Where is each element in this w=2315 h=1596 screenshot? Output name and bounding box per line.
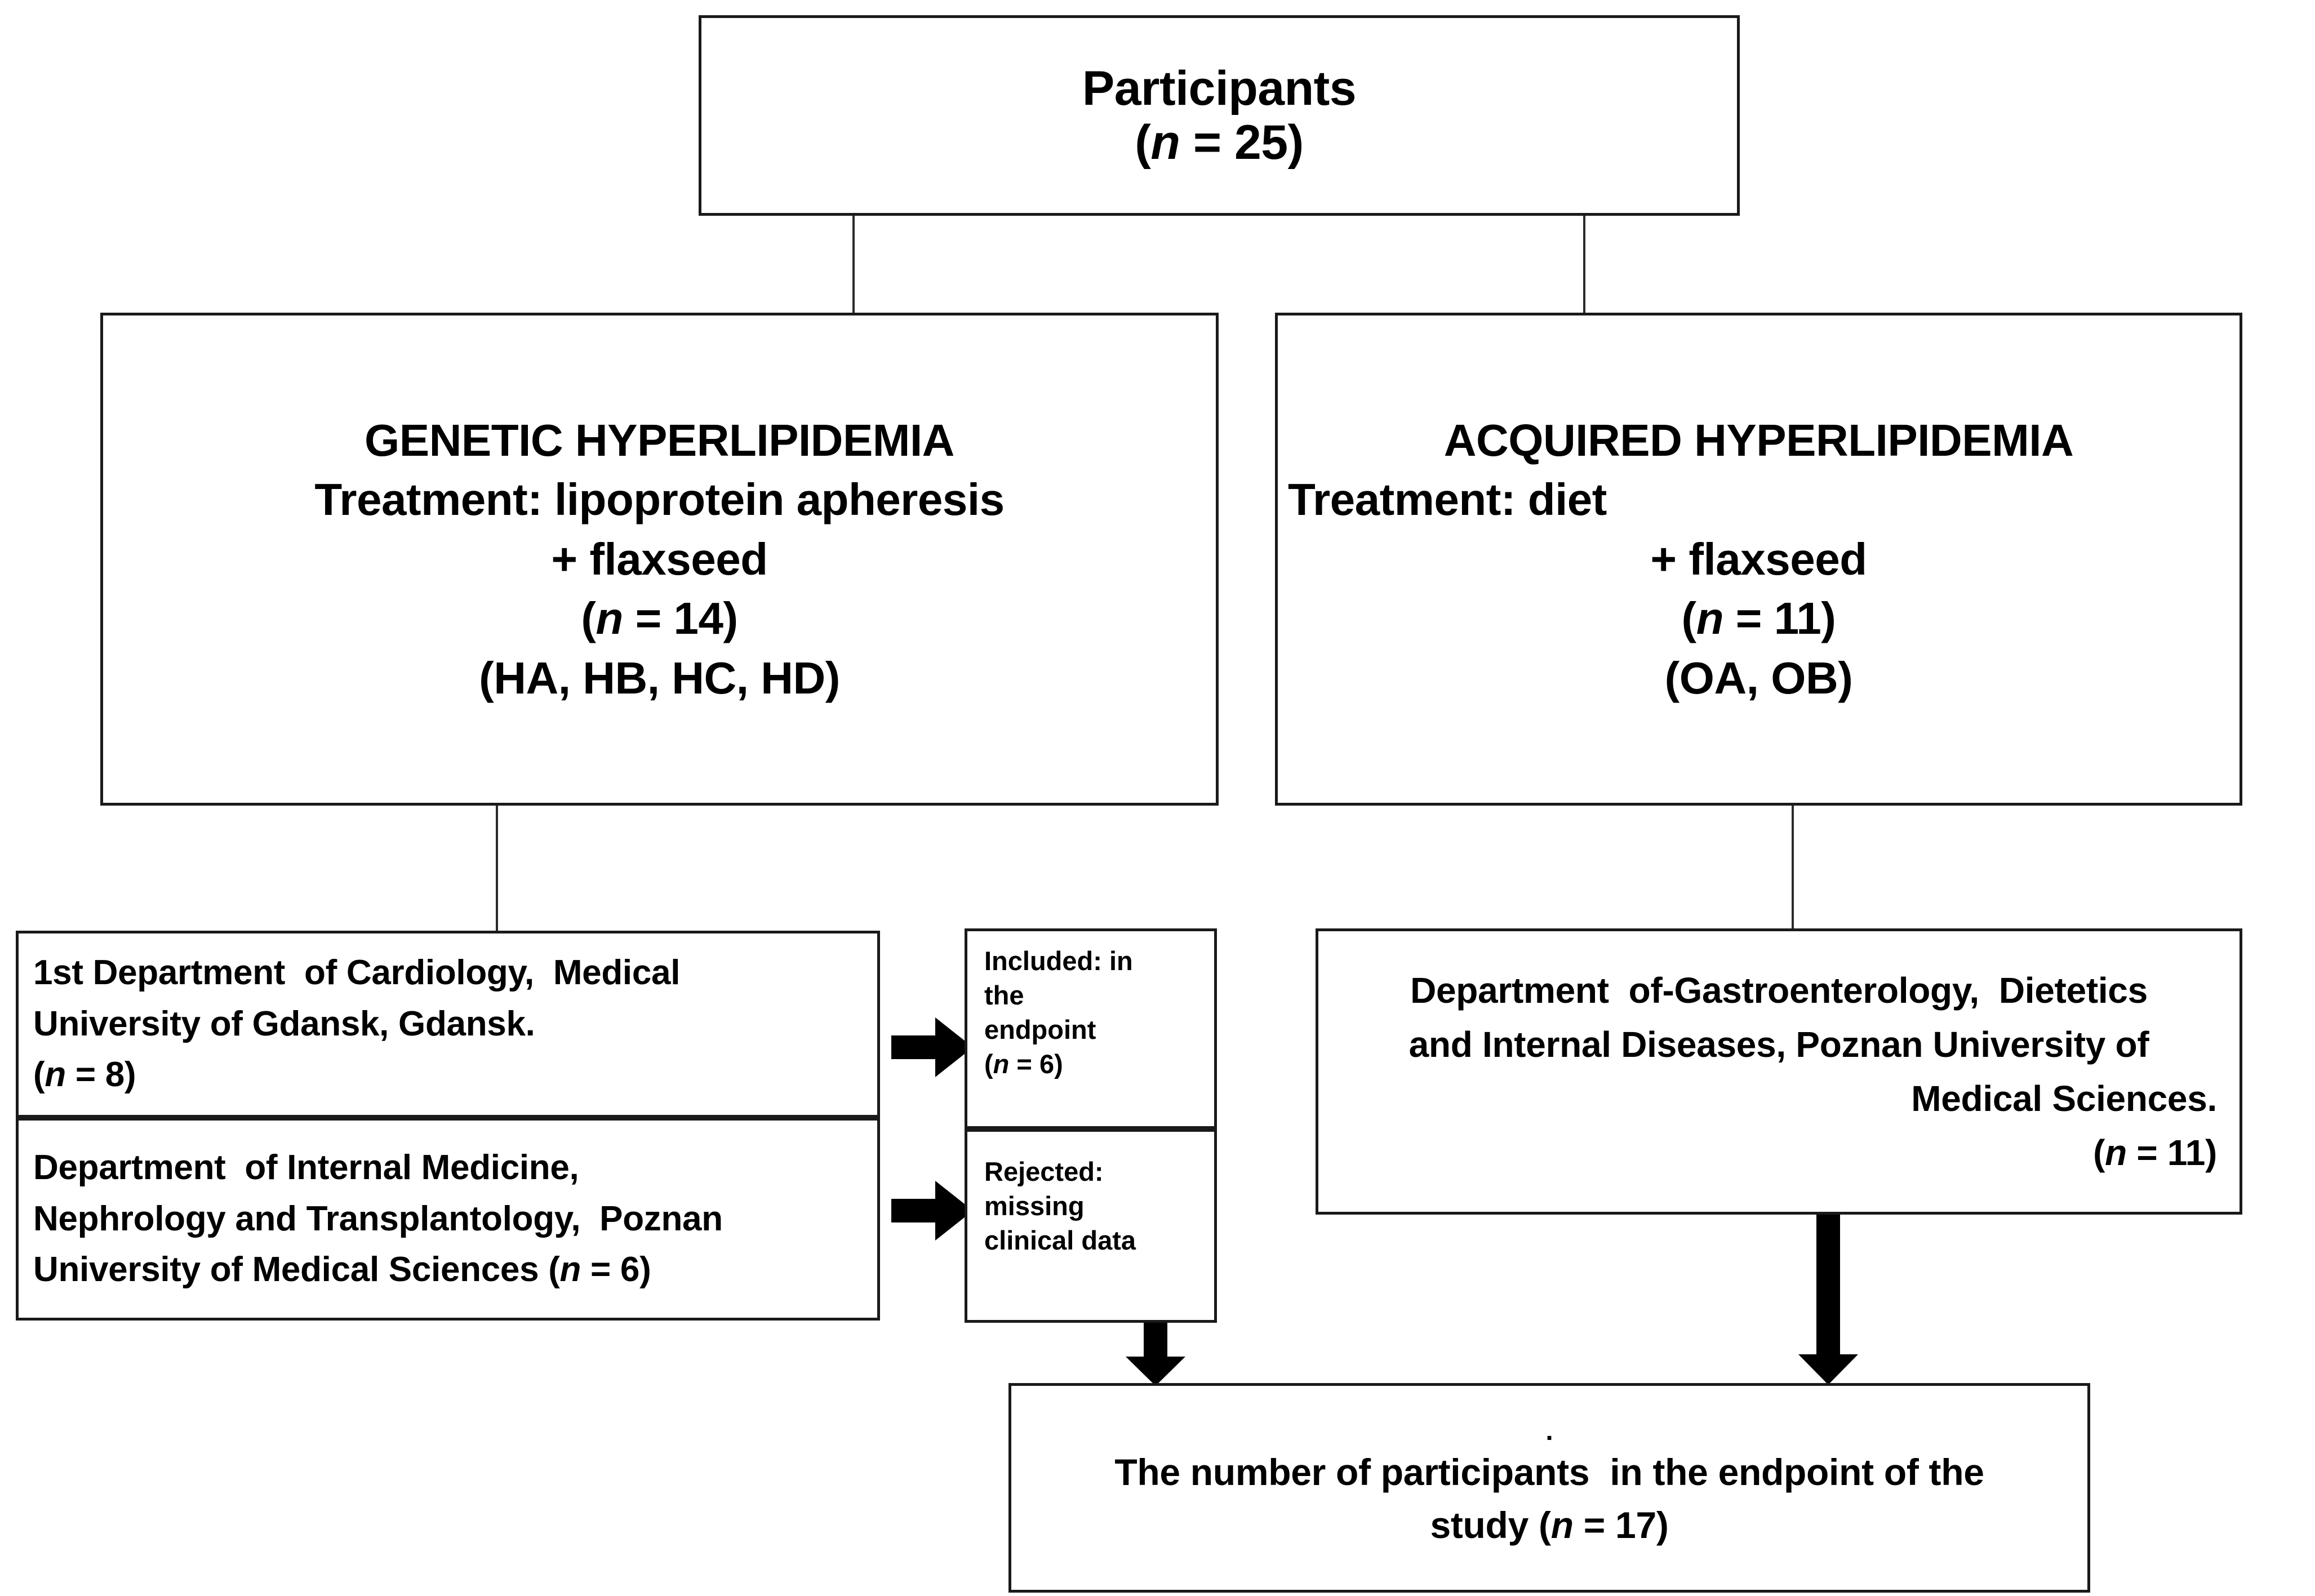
- endpoint-line2: study (n = 17): [1430, 1504, 1669, 1546]
- stray-dot-mark: .: [1545, 1416, 1553, 1447]
- block-arrow-poznan-to-rejected: [891, 1181, 973, 1241]
- participants-count: (n = 25): [1135, 115, 1304, 170]
- rejected-line1: Rejected:: [984, 1157, 1104, 1186]
- acquired-hyperlipidemia-box: ACQUIRED HYPERLIPIDEMIA Treatment: diet …: [1275, 313, 2242, 806]
- genetic-hyperlipidemia-box: GENETIC HYPERLIPIDEMIA Treatment: lipopr…: [100, 313, 1219, 806]
- block-arrow-rejected-to-endpoint: [1126, 1323, 1185, 1386]
- included-count: (n = 6): [984, 1049, 1063, 1079]
- block-arrow-gdansk-to-included: [891, 1017, 973, 1077]
- connector-participants-to-acquired: [1583, 216, 1585, 315]
- block-arrow-gastro-to-endpoint: [1798, 1215, 1858, 1385]
- site-poznan-box: Department of Internal Medicine, Nephrol…: [16, 1118, 880, 1321]
- acquired-count: (n = 11): [1681, 593, 1836, 644]
- rejected-line2: missing: [984, 1191, 1085, 1221]
- endpoint-line1: The number of participants in the endpoi…: [1114, 1451, 1984, 1493]
- site-gdansk-line2: University of Gdansk, Gdansk.: [33, 1004, 535, 1043]
- acquired-groups: (OA, OB): [1664, 652, 1853, 703]
- site-poznan-line2: Nephrology and Transplantology, Poznan: [33, 1199, 723, 1238]
- connector-genetic-to-sites: [496, 806, 498, 933]
- site-gdansk-count: (n = 8): [33, 1055, 136, 1095]
- included-line3: endpoint: [984, 1015, 1096, 1045]
- endpoint-total-box: . The number of participants in the endp…: [1008, 1383, 2090, 1593]
- site-gastroenterology-box: Department of-Gastroenterology, Dietetic…: [1316, 928, 2242, 1215]
- genetic-treatment: Treatment: lipoprotein apheresis: [314, 474, 1005, 525]
- genetic-heading: GENETIC HYPERLIPIDEMIA: [365, 415, 954, 465]
- included-line1: Included: in: [984, 946, 1133, 976]
- site-gdansk-box: 1st Department of Cardiology, Medical Un…: [16, 931, 880, 1118]
- site-poznan-line3: University of Medical Sciences (n = 6): [33, 1250, 651, 1290]
- site-poznan-line1: Department of Internal Medicine,: [33, 1148, 579, 1188]
- site-gastro-line3: Medical Sciences.: [1911, 1078, 2217, 1119]
- genetic-addition: + flaxseed: [551, 534, 768, 584]
- included-box: Included: in the endpoint (n = 6): [965, 928, 1217, 1129]
- acquired-treatment: Treatment: diet: [1288, 474, 1607, 525]
- participants-title: Participants: [1082, 61, 1357, 115]
- genetic-count: (n = 14): [581, 593, 738, 644]
- participants-box: Participants (n = 25): [699, 15, 1740, 216]
- connector-participants-to-genetic: [852, 216, 855, 315]
- site-gastro-line2: and Internal Diseases, Poznan University…: [1408, 1024, 2149, 1065]
- acquired-addition: + flaxseed: [1650, 534, 1867, 584]
- site-gdansk-line1: 1st Department of Cardiology, Medical: [33, 953, 681, 993]
- connector-acquired-to-gastro: [1792, 806, 1794, 931]
- included-line2: the: [984, 980, 1024, 1011]
- rejected-line3: clinical data: [984, 1225, 1136, 1256]
- site-gastro-count: (n = 11): [2093, 1132, 2217, 1173]
- rejected-box: Rejected: missing clinical data: [965, 1129, 1217, 1323]
- acquired-heading: ACQUIRED HYPERLIPIDEMIA: [1443, 415, 2074, 465]
- site-gastro-line1: Department of-Gastroenterology, Dietetic…: [1410, 970, 2148, 1011]
- genetic-groups: (HA, HB, HC, HD): [479, 652, 840, 703]
